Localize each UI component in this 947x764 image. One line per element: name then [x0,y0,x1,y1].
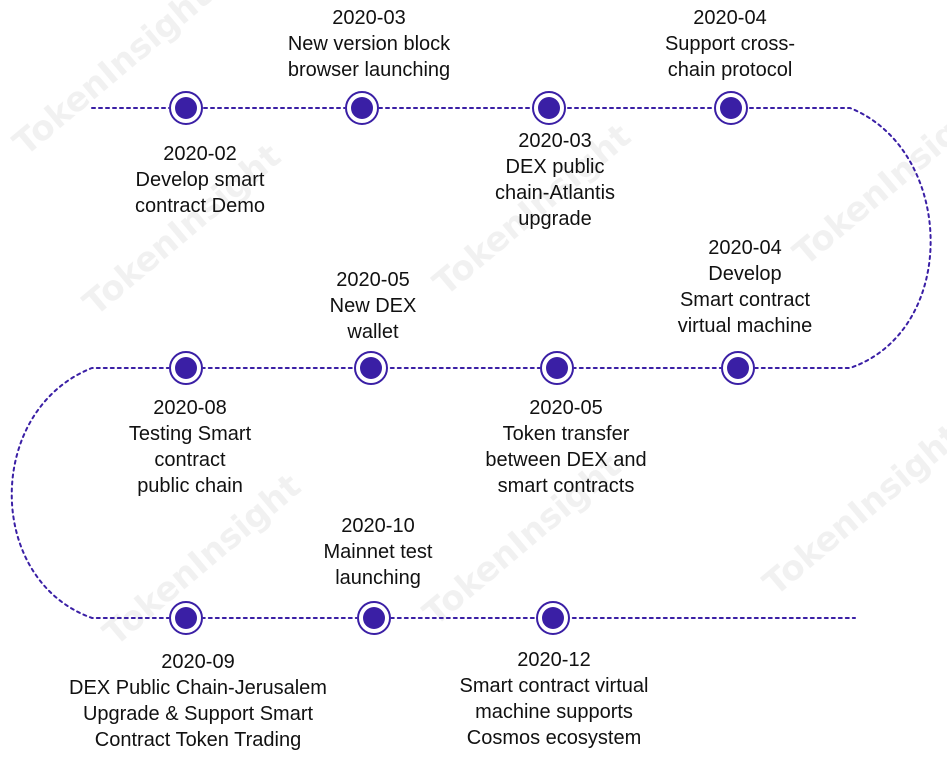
milestone-text: Support cross- [664,33,796,55]
milestone-label: 2020-03 DEX public chain-Atlantis upgrad… [405,128,705,232]
milestone-text: contract [154,449,226,471]
milestone-text: Mainnet test [323,541,433,563]
milestone-text: Cosmos ecosystem [466,727,642,749]
milestone-date: 2020-08 [153,397,227,419]
milestone-text: between DEX and [485,449,647,471]
milestone-text: browser launching [287,59,451,81]
milestone-label: 2020-04 Support cross- chain protocol [580,5,880,83]
milestone-text: New DEX [329,295,417,317]
milestone-text: DEX Public Chain-Jerusalem [69,677,327,699]
milestone-text: virtual machine [677,315,813,337]
milestone-text: Testing Smart [128,423,252,445]
milestone-node [714,91,748,125]
milestone-node [169,91,203,125]
milestone-label: 2020-09 DEX Public Chain-Jerusalem Upgra… [48,649,348,753]
milestone-text: Smart contract virtual [459,675,649,697]
milestone-text: public chain [137,475,243,497]
milestone-date: 2020-03 [332,7,406,29]
milestone-text: Upgrade & Support Smart [82,703,314,725]
milestone-text: chain protocol [667,59,793,81]
milestone-text: Develop smart [135,169,265,191]
milestone-node [540,351,574,385]
milestone-text: contract Demo [134,195,266,217]
milestone-date: 2020-12 [517,649,591,671]
milestone-text: launching [335,567,421,589]
milestone-text: Token transfer [502,423,630,445]
milestone-label: 2020-03 New version block browser launch… [219,5,519,83]
milestone-node [169,601,203,635]
milestone-node [536,601,570,635]
milestone-date: 2020-04 [708,237,782,259]
milestone-text: Contract Token Trading [94,729,302,751]
milestone-date: 2020-05 [336,269,410,291]
milestone-date: 2020-02 [163,143,237,165]
milestone-label: 2020-12 Smart contract virtual machine s… [404,647,704,751]
milestone-text: Smart contract [679,289,811,311]
milestone-node [345,91,379,125]
milestone-node [721,351,755,385]
milestone-text: Develop [708,263,782,285]
milestone-label: 2020-10 Mainnet test launching [228,513,528,591]
milestone-date: 2020-09 [161,651,235,673]
milestone-label: 2020-04 Develop Smart contract virtual m… [595,235,895,339]
milestone-label: 2020-05 New DEX wallet [223,267,523,345]
milestone-date: 2020-05 [529,397,603,419]
milestone-text: New version block [287,33,451,55]
milestone-text: machine supports [475,701,633,723]
milestone-text: upgrade [518,208,592,230]
milestone-node [354,351,388,385]
milestone-text: wallet [347,321,399,343]
milestone-date: 2020-10 [341,515,415,537]
milestone-label: 2020-02 Develop smart contract Demo [50,141,350,219]
milestone-text: chain-Atlantis [494,182,616,204]
milestone-node [532,91,566,125]
milestone-date: 2020-04 [693,7,767,29]
milestone-text: smart contracts [497,475,635,497]
milestone-date: 2020-03 [518,130,592,152]
milestone-text: DEX public [505,156,605,178]
milestone-label: 2020-05 Token transfer between DEX and s… [416,395,716,499]
milestone-label: 2020-08 Testing Smart contract public ch… [40,395,340,499]
milestone-node [169,351,203,385]
milestone-node [357,601,391,635]
